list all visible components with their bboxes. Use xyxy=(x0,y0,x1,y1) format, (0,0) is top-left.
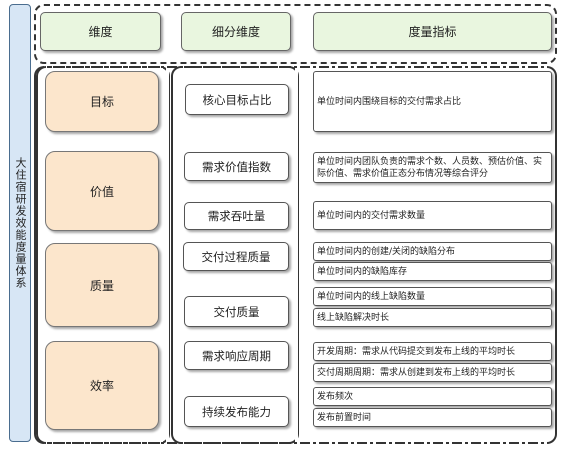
metric-online-defect-count: 单位时间内的线上缺陷数量 xyxy=(313,287,552,306)
metric-online-defect-count-text: 单位时间内的线上缺陷数量 xyxy=(317,291,426,302)
metric-goal-delivery-ratio: 单位时间内围绕目标的交付需求占比 xyxy=(313,71,552,132)
sub-delivery-quality: 交付质量 xyxy=(184,296,289,327)
dimension-value: 价值 xyxy=(45,151,159,231)
metric-defect-inventory-text: 单位时间内的缺陷库存 xyxy=(317,266,408,277)
dimension-quality: 质量 xyxy=(45,243,159,327)
metric-defect-resolution-time-text: 线上缺陷解决时长 xyxy=(317,312,390,323)
sub-demand-value-index-label: 需求价值指数 xyxy=(202,159,271,174)
dimension-quality-label: 质量 xyxy=(89,278,114,293)
metric-demand-value-score: 单位时间内团队负责的需求个数、人员数、预估价值、实际价值、需求价值正态分布情况等… xyxy=(313,152,552,183)
sub-core-goal-ratio: 核心目标占比 xyxy=(185,84,289,115)
sub-demand-response-cycle-label: 需求响应周期 xyxy=(202,348,271,363)
header-frame xyxy=(34,4,557,64)
metric-delivery-cycle-text: 交付周期周期：需求从创建到发布上线的平均时长 xyxy=(317,367,516,378)
sub-demand-value-index: 需求价值指数 xyxy=(184,152,289,181)
sub-continuous-release-label: 持续发布能力 xyxy=(202,404,271,419)
metric-defect-resolution-time: 线上缺陷解决时长 xyxy=(313,308,552,327)
header-metric: 度量指标 xyxy=(313,12,552,51)
metric-delivery-count-text: 单位时间内的交付需求数量 xyxy=(317,210,426,221)
header-dimension: 维度 xyxy=(40,12,161,51)
metric-defect-distribution-text: 单位时间内的创建/关闭的缺陷分布 xyxy=(317,246,456,257)
sub-delivery-quality-label: 交付质量 xyxy=(213,304,260,319)
metric-release-lead-time: 发布前置时间 xyxy=(313,408,552,427)
sub-continuous-release: 持续发布能力 xyxy=(184,396,289,427)
metric-release-frequency: 发布频次 xyxy=(313,387,552,406)
header-sub-dimension-label: 细分维度 xyxy=(211,25,260,39)
sub-core-goal-ratio-label: 核心目标占比 xyxy=(202,92,272,107)
metric-demand-value-score-text: 单位时间内团队负责的需求个数、人员数、预估价值、实际价值、需求价值正态分布情况等… xyxy=(317,156,543,179)
metric-goal-delivery-ratio-text: 单位时间内围绕目标的交付需求占比 xyxy=(317,96,462,107)
metric-release-frequency-text: 发布频次 xyxy=(317,391,354,402)
system-title: 大住宿研发效能度量体系 xyxy=(14,157,27,289)
dimension-goal: 目标 xyxy=(45,71,159,132)
metric-defect-inventory: 单位时间内的缺陷库存 xyxy=(313,262,552,281)
sub-demand-throughput-label: 需求吞吐量 xyxy=(207,209,266,223)
metric-delivery-count: 单位时间内的交付需求数量 xyxy=(313,201,552,230)
metric-release-lead-time-text: 发布前置时间 xyxy=(317,412,372,423)
metric-defect-distribution: 单位时间内的创建/关闭的缺陷分布 xyxy=(313,242,552,261)
sub-delivery-process-quality-label: 交付过程质量 xyxy=(201,249,271,264)
dimension-efficiency-label: 效率 xyxy=(89,379,114,393)
header-sub-dimension: 细分维度 xyxy=(181,12,291,51)
system-title-bar: 大住宿研发效能度量体系 xyxy=(9,4,31,442)
dimension-goal-label: 目标 xyxy=(89,95,114,109)
sub-demand-response-cycle: 需求响应周期 xyxy=(184,341,289,370)
header-dimension-label: 维度 xyxy=(88,25,113,39)
metric-dev-cycle-text: 开发周期：需求从代码提交到发布上线的平均时长 xyxy=(317,346,516,357)
header-metric-label: 度量指标 xyxy=(408,25,457,39)
metric-dev-cycle: 开发周期：需求从代码提交到发布上线的平均时长 xyxy=(313,342,552,361)
sub-delivery-process-quality: 交付过程质量 xyxy=(183,242,289,271)
dimension-value-label: 价值 xyxy=(89,184,114,199)
metric-delivery-cycle: 交付周期周期：需求从创建到发布上线的平均时长 xyxy=(313,363,552,382)
dimension-efficiency: 效率 xyxy=(45,341,159,430)
sub-demand-throughput: 需求吞吐量 xyxy=(184,202,289,230)
